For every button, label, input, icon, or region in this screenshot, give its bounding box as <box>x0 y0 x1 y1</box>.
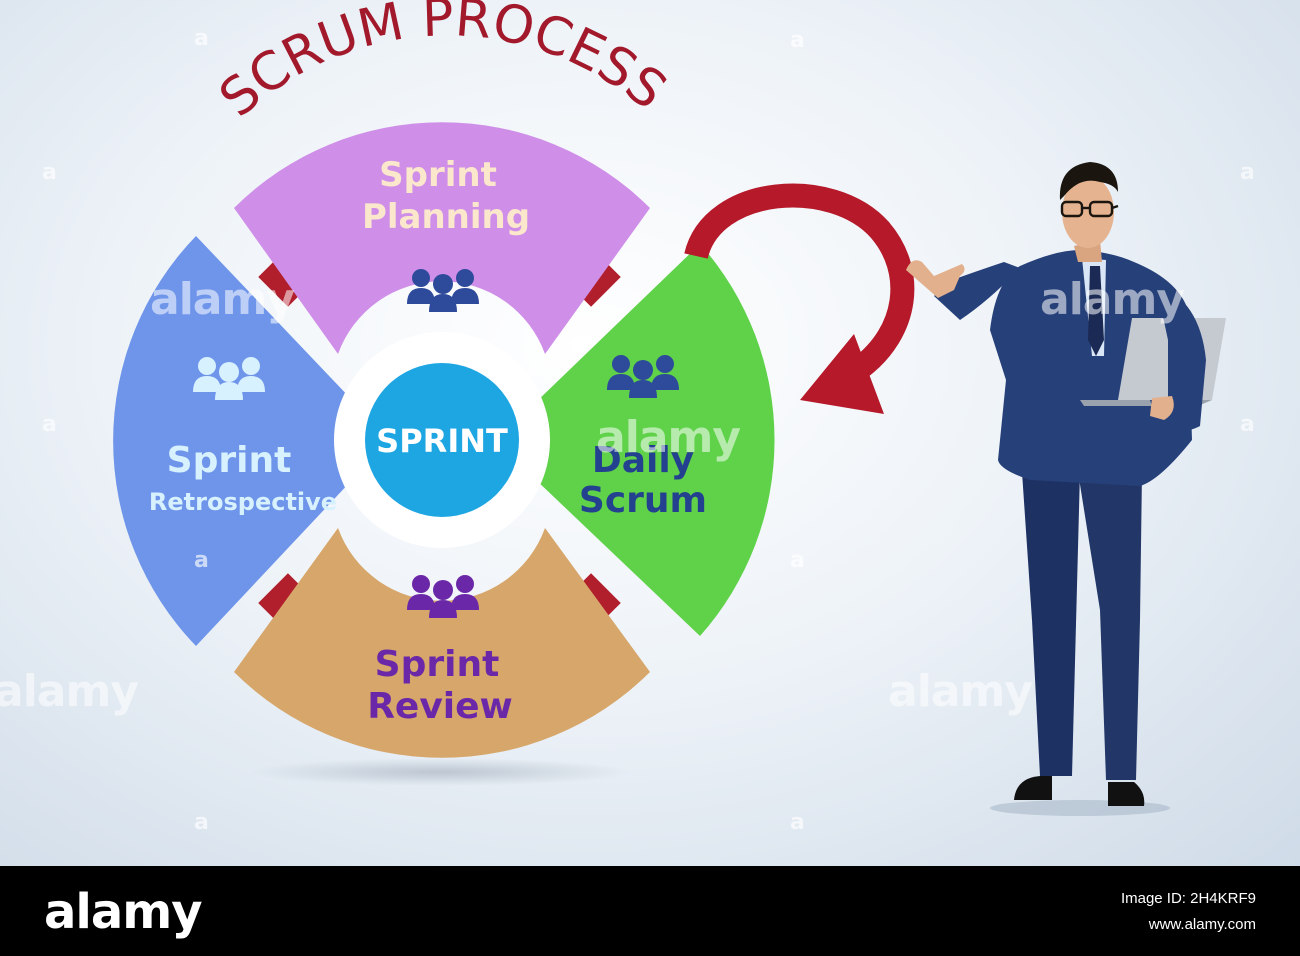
watermark-a-icon: a <box>42 412 57 437</box>
businessman <box>906 162 1226 816</box>
segment-daily-scrum <box>534 244 775 636</box>
connector-top-left <box>258 257 308 307</box>
watermark-a-icon: a <box>194 548 209 573</box>
watermark-text: alamy <box>0 666 139 717</box>
review-label-1: Sprint <box>375 644 500 685</box>
planning-label-1: Sprint <box>379 155 497 195</box>
footer-bar: alamy Image ID: 2H4KRF9 www.alamy.com <box>0 866 1300 956</box>
planning-label-2: Planning <box>362 197 530 237</box>
watermark-a-icon: a <box>790 548 805 573</box>
retro-label-2: Retrospective <box>149 488 337 516</box>
footer-info: Image ID: 2H4KRF9 www.alamy.com <box>1121 886 1256 938</box>
segment-sprint-planning <box>234 122 650 354</box>
watermark-text: alamy <box>150 274 295 325</box>
watermark-a-icon: a <box>790 28 805 53</box>
watermark-a-icon: a <box>1240 412 1255 437</box>
watermark-a-icon: a <box>42 160 57 185</box>
image-id: Image ID: 2H4KRF9 <box>1120 890 1256 907</box>
daily-label-1: Daily <box>592 440 694 481</box>
review-label-2: Review <box>367 686 513 727</box>
footer-logo[interactable]: alamy <box>44 884 203 940</box>
planning-people-icon <box>407 269 479 312</box>
watermark-text: alamy <box>596 412 741 463</box>
watermark-a-icon: a <box>790 810 805 835</box>
site-link[interactable]: www.alamy.com <box>1148 916 1256 933</box>
daily-label-2: Scrum <box>579 480 707 521</box>
diagram-title: SCRUM PROCESS <box>209 0 678 129</box>
curved-arrow <box>684 183 915 414</box>
center-disc <box>365 363 519 517</box>
watermark-text: alamy <box>888 666 1033 717</box>
retro-label-1: Sprint <box>167 440 292 481</box>
segment-sprint-review <box>234 528 650 758</box>
watermark-text: alamy <box>1040 274 1185 325</box>
watermark-a-icon: a <box>194 26 209 51</box>
wheel-shadow <box>250 758 630 786</box>
scrum-diagram: SPRINT SCRUM PROCESS Sprint Planning Spr… <box>113 0 1226 816</box>
watermark-a-icon: a <box>1240 160 1255 185</box>
segment-sprint-retrospective <box>113 236 353 646</box>
watermark-a-icon: a <box>194 810 209 835</box>
scrum-illustration: SPRINT SCRUM PROCESS Sprint Planning Spr… <box>0 0 1300 866</box>
center-label: SPRINT <box>376 422 508 460</box>
connector-bottom-left <box>258 573 308 623</box>
